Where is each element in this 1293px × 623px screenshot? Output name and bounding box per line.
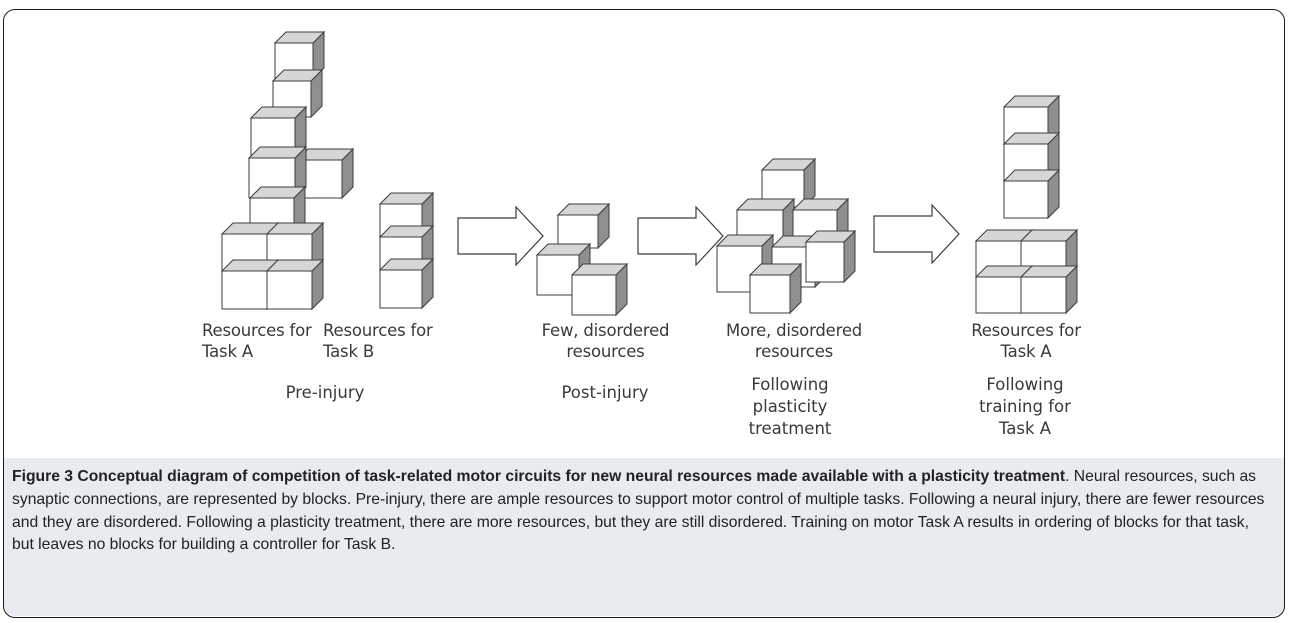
label-resources-task-a-pre: Resources for Task A (202, 321, 312, 361)
resource-block (265, 258, 325, 311)
resource-block (804, 229, 857, 284)
figure-caption: Figure 3 Conceptual diagram of competiti… (12, 466, 1274, 557)
arrow-right-icon (637, 205, 724, 267)
stage-post-injury: Post-injury (561, 383, 649, 402)
resource-block (556, 202, 611, 250)
stage-following-training: Following training for Task A (979, 375, 1071, 438)
blocks-layer (220, 30, 1079, 317)
resource-block (1002, 131, 1061, 183)
arrow-right-icon (873, 203, 960, 265)
resource-block (1002, 168, 1061, 220)
resource-block (748, 262, 803, 315)
stage-following-plasticity: Following plasticity treatment (748, 375, 832, 438)
arrows-layer (457, 203, 960, 267)
label-few-disordered: Few, disordered resources (541, 321, 670, 361)
resource-block (220, 258, 280, 311)
resource-block (1019, 264, 1079, 315)
caption-body: . Neural resources, such as synaptic con… (12, 468, 1265, 554)
stage-pre-injury: Pre-injury (285, 383, 365, 402)
label-resources-task-a-post: Resources for Task A (971, 321, 1081, 361)
arrow-right-icon (457, 205, 544, 267)
resource-block (378, 257, 435, 310)
caption-background (4, 458, 1284, 616)
resource-block (570, 262, 629, 317)
label-resources-task-b: Resources for Task B (323, 321, 433, 361)
caption-title: Figure 3 Conceptual diagram of competiti… (12, 468, 1066, 485)
label-more-disordered: More, disordered resources (725, 321, 863, 361)
